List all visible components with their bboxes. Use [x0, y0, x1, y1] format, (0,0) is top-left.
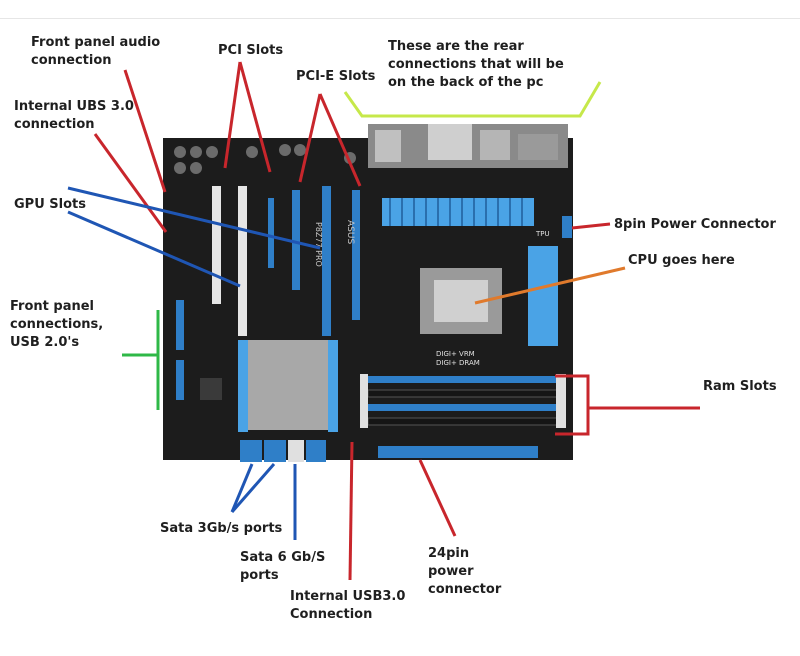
line-pcie-2: [318, 93, 362, 187]
chipset-heatsink: [248, 340, 328, 430]
top-bar: [0, 0, 800, 19]
label-pcie-slots: PCI-E Slots: [296, 69, 376, 84]
pci-slot-2: [238, 186, 247, 336]
line-8pin: [571, 222, 611, 230]
label-sata-6gb: Sata 6 Gb/S ports: [240, 550, 326, 583]
line-24pin: [418, 459, 457, 537]
atx-8pin: [562, 216, 572, 238]
capacitors: [174, 144, 356, 174]
label-ram-slots: Ram Slots: [703, 379, 777, 394]
label-internal-usb3-top: Internal UBS 3.0 connection: [14, 99, 134, 132]
line-pcie-1: [298, 93, 322, 183]
line-pci-1: [223, 61, 242, 169]
motherboard-photo: ASUS P8Z77 PRO DIGI+ VRM DIGI+ DRAM TPU: [163, 124, 573, 462]
board-model: P8Z77 PRO: [314, 222, 323, 267]
line-ram-bracket: [555, 374, 590, 436]
vrm-heatsink-side: [528, 246, 558, 346]
sata-3gb-port-2: [264, 440, 286, 462]
annotation-lines: [67, 61, 700, 581]
board-digi: DIGI+ VRM: [436, 350, 475, 358]
label-gpu-slots: GPU Slots: [14, 197, 86, 212]
label-24pin-power: 24pin power connector: [428, 546, 502, 597]
line-gpu-1: [67, 186, 321, 250]
label-internal-usb3-bottom: Internal USB3.0 Connection: [290, 589, 406, 622]
label-front-panel: Front panel connections, USB 2.0's: [10, 299, 104, 350]
line-gpu-2: [67, 210, 241, 288]
label-pci-slots: PCI Slots: [218, 43, 284, 58]
atx-24pin: [378, 446, 538, 458]
sata-3gb-port-1: [240, 440, 262, 462]
line-sata3-1: [230, 463, 254, 513]
label-sata-3gb: Sata 3Gb/s ports: [160, 521, 283, 536]
line-cpu: [474, 266, 626, 305]
ram-slots: [360, 374, 566, 428]
label-cpu: CPU goes here: [628, 253, 735, 268]
board-brand: ASUS: [345, 220, 355, 244]
pcie-x1-slot-2: [352, 190, 360, 320]
label-front-audio: Front panel audio connection: [31, 35, 161, 68]
line-internal-usb3-bottom: [348, 441, 354, 581]
line-front-audio: [123, 69, 167, 193]
line-pci-2: [238, 61, 272, 173]
line-sata3-2: [230, 463, 276, 513]
sata-6gb-port: [288, 440, 304, 462]
pci-slot-1: [212, 186, 221, 304]
board-tpu: TPU: [535, 230, 550, 238]
label-8pin-power: 8pin Power Connector: [614, 217, 776, 232]
label-rear-connections: These are the rear connections that will…: [388, 39, 564, 90]
vrm-heatsink-top: [382, 198, 534, 226]
line-internal-usb3-top: [93, 133, 168, 233]
pcie-x1-slot-1: [292, 190, 300, 290]
line-rear-connections: [343, 81, 602, 118]
svg-text:DIGI+ DRAM: DIGI+ DRAM: [436, 359, 480, 367]
pcie-x16-slot: [322, 186, 331, 336]
